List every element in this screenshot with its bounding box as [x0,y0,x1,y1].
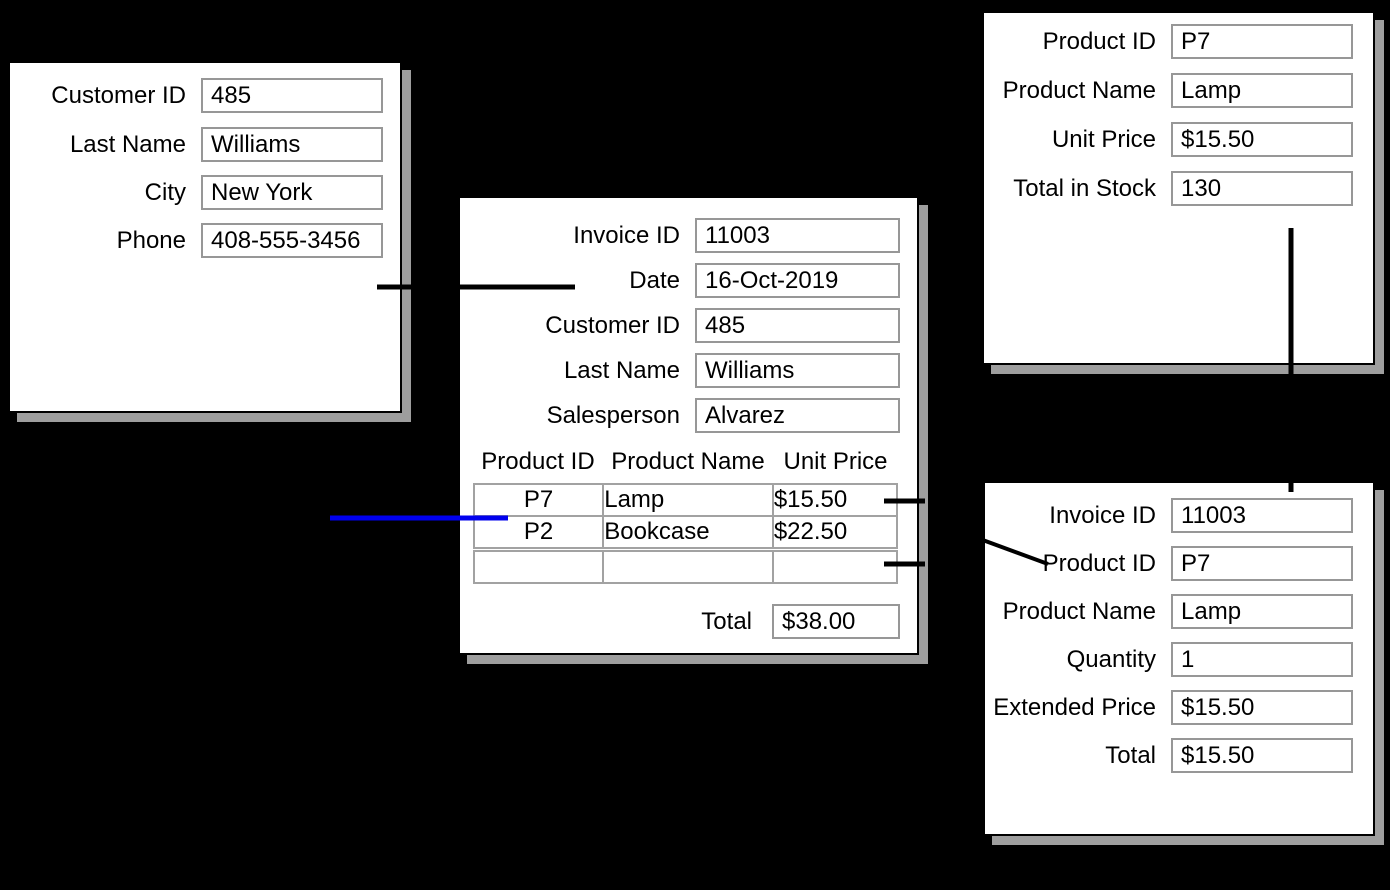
table-row [472,550,899,584]
customer-id-label: Customer ID [51,81,186,109]
phone-label: Phone [116,226,186,254]
customer-form-window: Customer ID Last Name City Phone [8,61,402,413]
customer-id-input[interactable] [695,308,900,343]
date-label: Date [629,266,680,294]
invoice-total-input[interactable] [772,604,900,639]
product-id-input[interactable] [1171,24,1353,59]
product-name-cell[interactable]: Bookcase [602,515,774,549]
invoice-id-label: Invoice ID [1049,501,1156,529]
unit-price-column-header: Unit Price [783,448,888,475]
city-input[interactable] [201,175,383,210]
salesperson-label: Salesperson [546,401,680,429]
last-name-input[interactable] [201,127,383,162]
total-label: Total [701,607,752,635]
extended-price-label: Extended Price [993,693,1156,721]
product-name-cell[interactable]: Lamp [602,483,774,517]
product-id-cell[interactable]: P2 [472,515,605,549]
total-in-stock-label: Total in Stock [1013,174,1156,202]
product-name-input[interactable] [1171,73,1353,108]
total-label: Total [1105,741,1156,769]
last-name-label: Last Name [69,130,186,158]
product-id-label: Product ID [1042,549,1156,577]
extended-price-input[interactable] [1171,690,1353,725]
invoice-form-window: Invoice ID Date Customer ID Last Name Sa… [458,196,919,655]
product-name-label: Product Name [1002,597,1156,625]
city-label: City [144,178,186,206]
date-input[interactable] [695,263,900,298]
quantity-label: Quantity [1066,645,1156,673]
line-items-table: P7 Lamp $15.50 P2 Bookcase $22.50 [472,483,899,549]
unit-price-label: Unit Price [1051,125,1156,153]
product-name-label: Product Name [1002,76,1156,104]
product-form-window: Product ID Product Name Unit Price Total… [982,11,1375,365]
customer-id-label: Customer ID [545,311,680,339]
invoice-id-input[interactable] [1171,498,1353,533]
table-row: P7 Lamp $15.50 [472,483,899,517]
quantity-input[interactable] [1171,642,1353,677]
invoice-id-input[interactable] [695,218,900,253]
product-id-cell[interactable]: P7 [472,483,605,517]
unit-price-cell[interactable]: $22.50 [771,515,899,549]
product-name-input[interactable] [1171,594,1353,629]
unit-price-cell[interactable] [771,550,899,584]
unit-price-cell[interactable]: $15.50 [771,483,899,517]
product-id-column-header: Product ID [481,448,595,475]
product-name-cell[interactable] [602,550,774,584]
invoice-line-form-window: Invoice ID Product ID Product Name Quant… [983,481,1375,836]
invoice-id-label: Invoice ID [573,221,680,249]
last-name-label: Last Name [563,356,680,384]
product-id-input[interactable] [1171,546,1353,581]
product-id-label: Product ID [1042,27,1156,55]
product-id-cell[interactable] [472,550,605,584]
salesperson-input[interactable] [695,398,900,433]
table-row: P2 Bookcase $22.50 [472,515,899,549]
customer-id-input[interactable] [201,78,383,113]
line-items-header: Product ID Product Name Unit Price [473,448,898,476]
phone-input[interactable] [201,223,383,258]
line-total-input[interactable] [1171,738,1353,773]
total-in-stock-input[interactable] [1171,171,1353,206]
unit-price-input[interactable] [1171,122,1353,157]
last-name-input[interactable] [695,353,900,388]
product-name-column-header: Product Name [611,448,765,475]
empty-line-row [472,550,899,584]
